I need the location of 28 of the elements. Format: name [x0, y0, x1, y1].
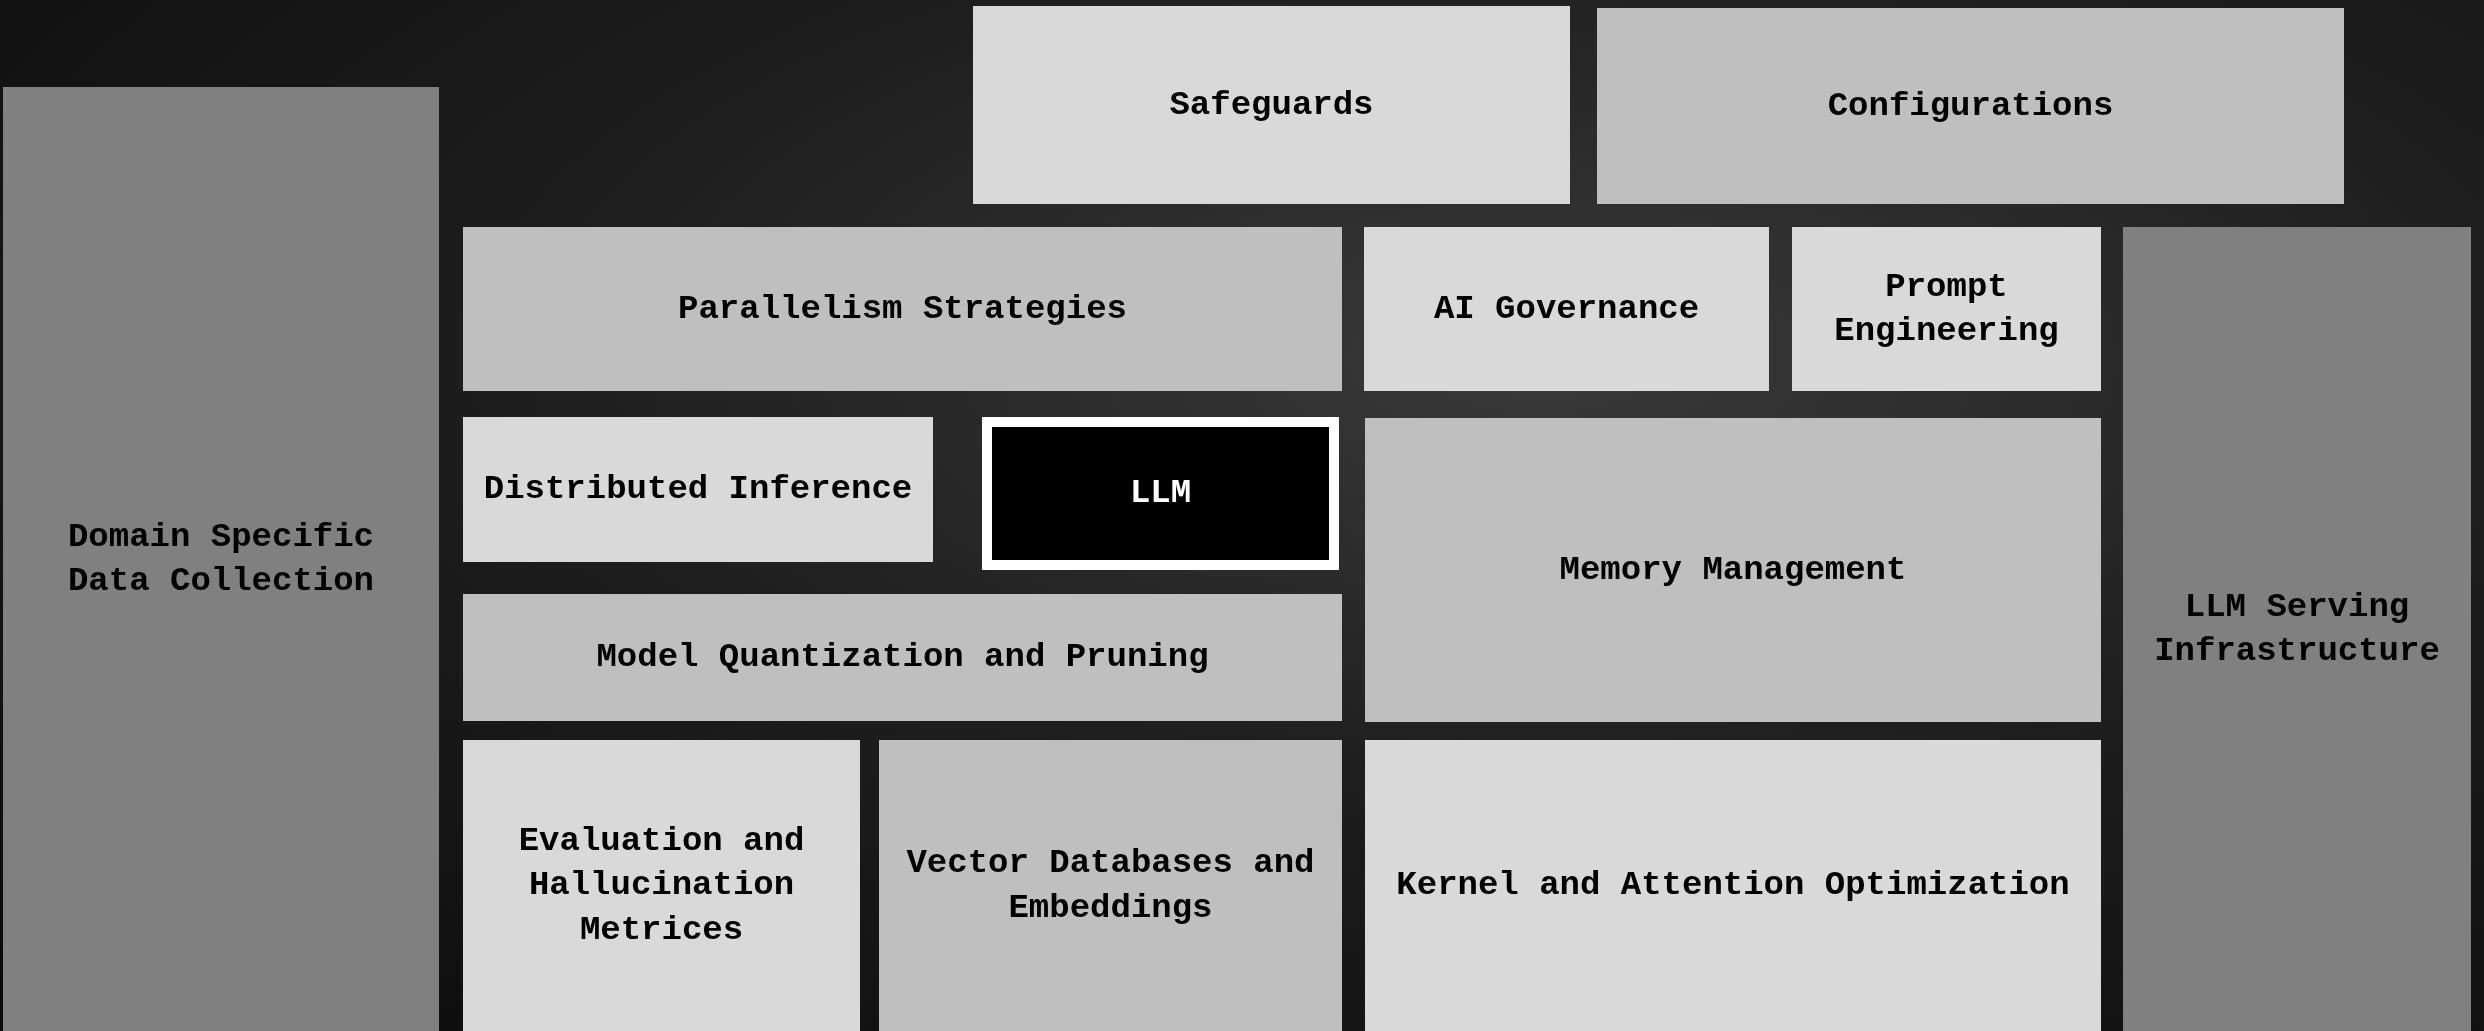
block-box: [1597, 8, 2344, 204]
block-box: [3, 87, 439, 1031]
block-label: LLM: [1128, 473, 1193, 515]
block-box: [2123, 227, 2471, 1031]
block-box: [1365, 740, 2101, 1031]
block-box: [463, 740, 860, 1031]
block-label: LLM Serving Infrastructure: [2153, 586, 2441, 672]
block-box: [1364, 227, 1769, 391]
block-box: [879, 740, 1342, 1031]
block-box: [1792, 227, 2101, 391]
block-label: Kernel and Attention Optimization: [1395, 865, 2071, 907]
block-label: Domain Specific Data Collection: [66, 516, 376, 602]
block-label: Memory Management: [1558, 549, 1908, 591]
block-label: Safeguards: [1168, 84, 1375, 126]
block-box: [463, 227, 1342, 391]
block-label: Vector Databases and Embeddings: [905, 843, 1316, 929]
block-box: [1365, 418, 2101, 722]
block-label: Parallelism Strategies: [677, 288, 1128, 330]
highlighted-box: [982, 417, 1339, 570]
block-label: AI Governance: [1432, 288, 1701, 330]
block-label: Distributed Inference: [482, 469, 914, 511]
block-label: Prompt Engineering: [1833, 266, 2060, 352]
block-label: Evaluation and Hallucination Metrices: [517, 821, 806, 951]
block-label: Model Quantization and Pruning: [595, 637, 1210, 679]
block-box: [973, 6, 1570, 204]
block-box: [463, 594, 1342, 721]
block-label: Configurations: [1826, 85, 2115, 127]
block-box: [463, 417, 933, 562]
